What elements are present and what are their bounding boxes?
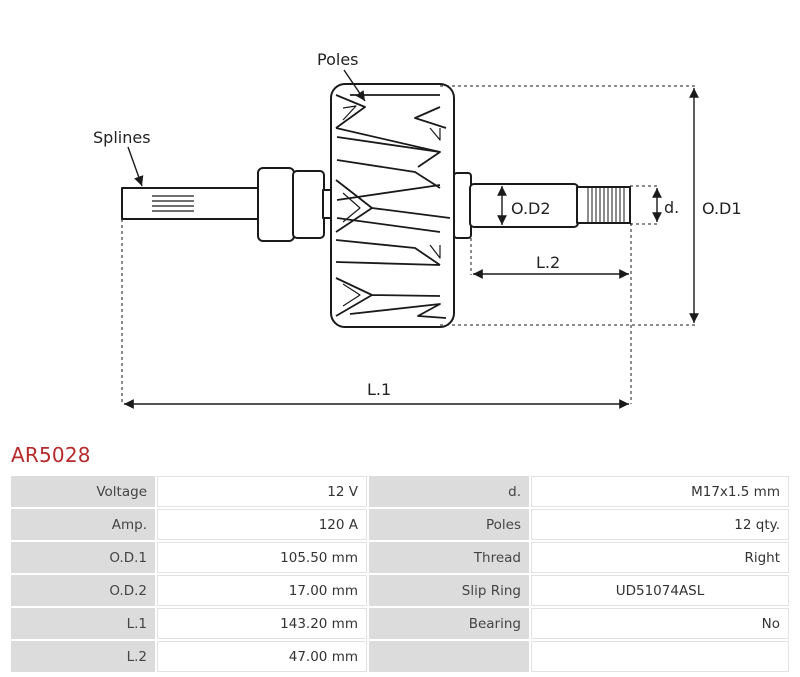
bearing-collar-left [257,167,295,242]
spec-value: No [531,608,789,639]
label-l1: L.1 [367,380,391,399]
spec-value: 120 A [157,509,367,540]
spec-value: Right [531,542,789,573]
spec-key: L.1 [11,608,155,639]
table-row: O.D.1 105.50 mm Thread Right [11,542,789,573]
spec-value: 47.00 mm [157,641,367,672]
spec-value: M17x1.5 mm [531,476,789,507]
spec-key: O.D.2 [11,575,155,606]
rotor-drawing [121,83,631,328]
spec-key: Thread [369,542,529,573]
rotor-body [330,83,455,328]
spec-value: 12 qty. [531,509,789,540]
part-number-title: AR5028 [11,443,91,467]
rear-collar [453,172,472,239]
spec-key: L.2 [11,641,155,672]
table-row: Amp. 120 A Poles 12 qty. [11,509,789,540]
table-row: L.2 47.00 mm [11,641,789,672]
spec-key-empty [369,641,529,672]
label-splines: Splines [93,128,151,147]
spec-table: Voltage 12 V d. M17x1.5 mm Amp. 120 A Po… [9,474,791,674]
spec-value: 143.20 mm [157,608,367,639]
spec-value: 105.50 mm [157,542,367,573]
spec-key: d. [369,476,529,507]
rotor-diagram: Poles Splines O.D2 d. O.D1 L.2 L.1 [93,50,742,409]
table-row: O.D.2 17.00 mm Slip Ring UD51074ASL [11,575,789,606]
spec-key: Amp. [11,509,155,540]
spec-value: 12 V [157,476,367,507]
spec-key: Slip Ring [369,575,529,606]
spec-value-empty [531,641,789,672]
thread-lines [587,187,625,223]
spec-value: 17.00 mm [157,575,367,606]
splines-leader [127,146,144,187]
pole-inner-edges [342,105,441,307]
spec-key: Poles [369,509,529,540]
dimension-lines [121,69,699,409]
label-l2: L.2 [536,253,560,272]
label-od1: O.D1 [702,199,742,218]
bearing-collar-right [292,170,325,239]
table-row: L.1 143.20 mm Bearing No [11,608,789,639]
spec-key: O.D.1 [11,542,155,573]
label-od2: O.D2 [511,199,551,218]
spline-lines [152,195,194,212]
label-poles: Poles [317,50,359,69]
label-d: d. [664,198,679,217]
table-row: Voltage 12 V d. M17x1.5 mm [11,476,789,507]
spec-value: UD51074ASL [531,575,789,606]
spec-key: Bearing [369,608,529,639]
poles-leader [343,69,366,102]
claw-poles [335,94,451,319]
spec-key: Voltage [11,476,155,507]
spline-shaft [121,187,261,220]
